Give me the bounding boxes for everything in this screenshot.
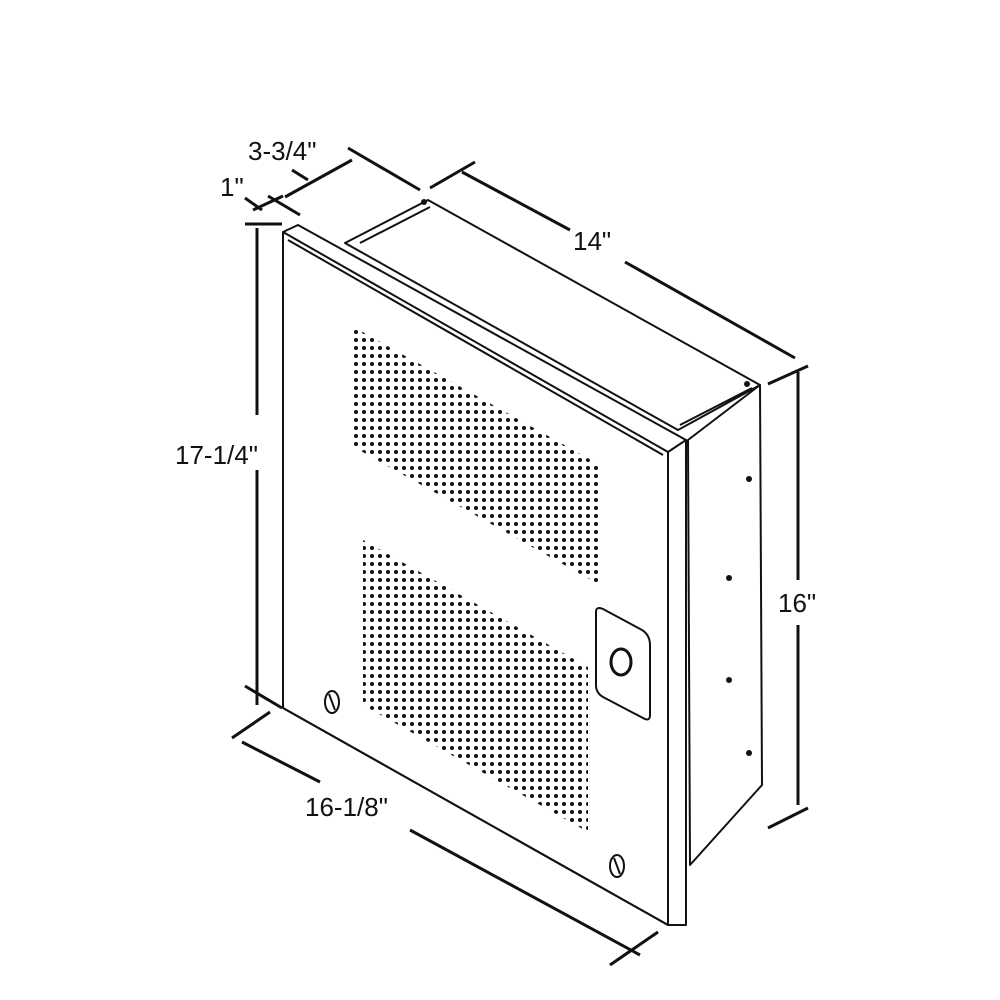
thermostat-knob-icon [609, 647, 633, 677]
dim-box-height-label: 16" [778, 588, 817, 618]
dim-grille-height-label: 17-1/4" [175, 440, 258, 470]
screw-icon [324, 690, 340, 714]
lower-vent-perforations [363, 540, 588, 832]
dim-box-width-label: 14" [573, 226, 612, 256]
thermostat-plate [595, 607, 651, 721]
dim-depth-label: 3-3/4" [248, 136, 317, 166]
dim-projection-label: 1" [220, 172, 244, 202]
dim-grille-width-label: 16-1/8" [305, 792, 388, 822]
upper-vent-perforations [350, 325, 600, 585]
screw-icon [609, 854, 625, 878]
box-side-face [687, 384, 763, 866]
